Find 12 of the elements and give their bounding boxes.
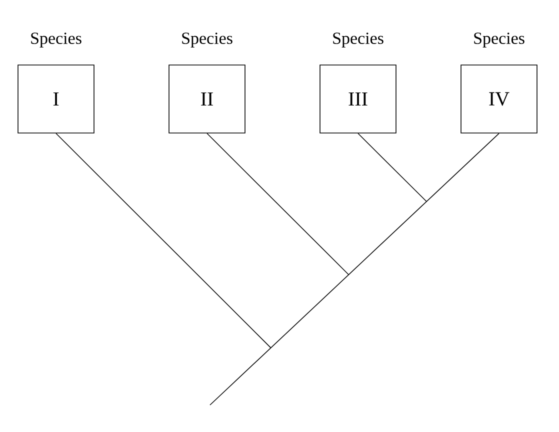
species-box: III — [320, 64, 396, 134]
branch-line — [210, 133, 500, 406]
species-heading: Species — [474, 32, 524, 48]
branch-line — [358, 133, 427, 202]
species-box: II — [168, 64, 246, 134]
branch-line — [206, 133, 349, 275]
species-box: IV — [460, 64, 538, 134]
species-box: I — [18, 64, 94, 134]
branch-line — [56, 133, 272, 348]
species-heading: Species — [31, 32, 82, 48]
species-heading: Species — [333, 32, 384, 48]
species-heading: Species — [182, 32, 232, 48]
